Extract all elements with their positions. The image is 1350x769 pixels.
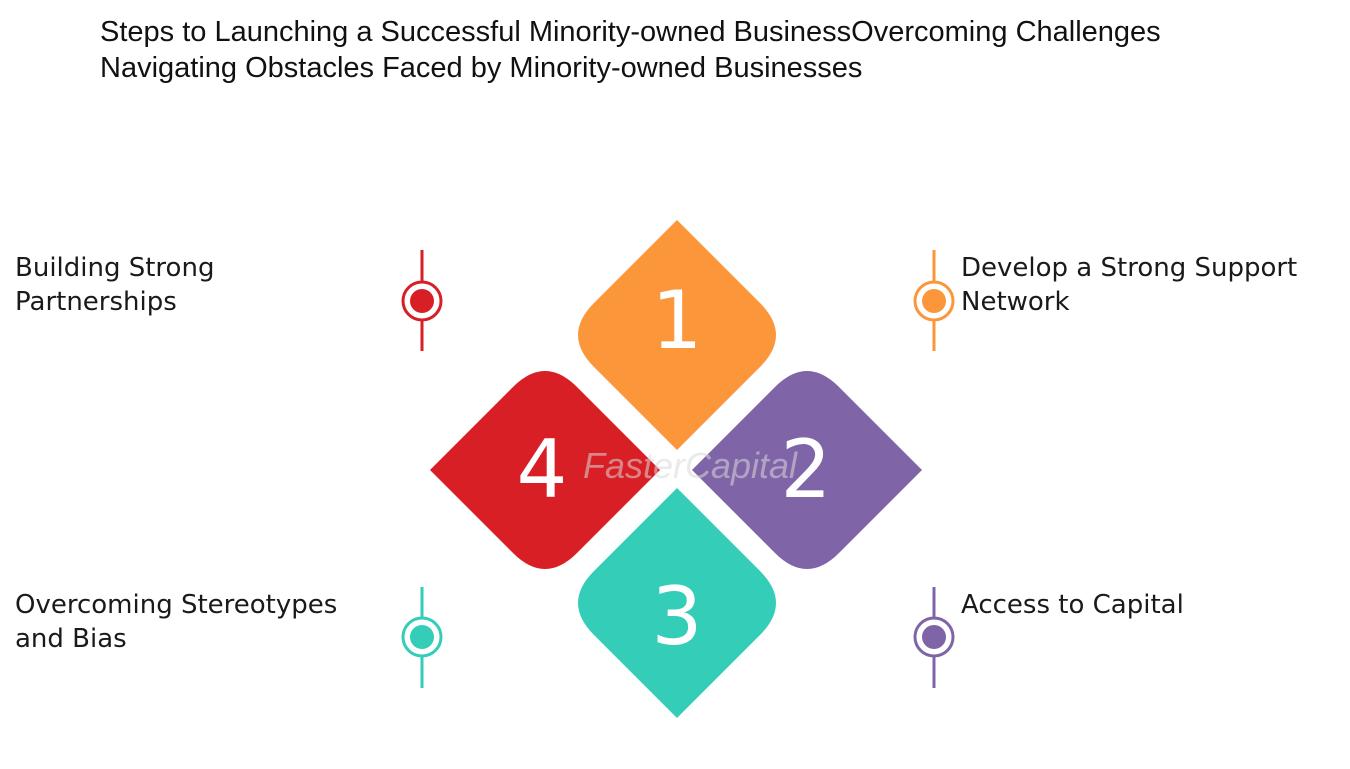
step-label-3-line-2: and Bias <box>15 624 127 654</box>
marker-step-4 <box>401 250 443 351</box>
diamond-step-2 <box>692 371 922 569</box>
step-label-1: Develop a Strong Support Network <box>961 251 1297 319</box>
step-number-3: 3 <box>652 570 703 663</box>
marker-step-3 <box>401 587 443 688</box>
step-label-1-line-2: Network <box>961 287 1070 317</box>
step-label-4-line-2: Partnerships <box>15 287 177 317</box>
diamond-step-1 <box>578 220 776 450</box>
marker-step-2 <box>913 587 955 688</box>
marker-step-1 <box>913 250 955 351</box>
diagram-title: Steps to Launching a Successful Minority… <box>100 16 1161 84</box>
diamond-step-3 <box>578 488 776 718</box>
step-number-4: 4 <box>517 423 568 516</box>
step-label-4: Building Strong Partnerships <box>15 251 214 319</box>
step-label-3: Overcoming Stereotypes and Bias <box>15 588 337 656</box>
diamond-step-4 <box>430 371 660 569</box>
step-label-3-line-1: Overcoming Stereotypes <box>15 590 338 620</box>
step-label-2: Access to Capital <box>961 588 1184 622</box>
step-number-2: 2 <box>781 423 832 516</box>
step-number-1: 1 <box>652 274 703 367</box>
step-label-2-line-1: Access to Capital <box>961 590 1184 620</box>
step-label-1-line-1: Develop a Strong Support <box>961 253 1298 283</box>
watermark-text: FasterCapital <box>583 445 798 486</box>
step-label-4-line-1: Building Strong <box>15 253 215 283</box>
